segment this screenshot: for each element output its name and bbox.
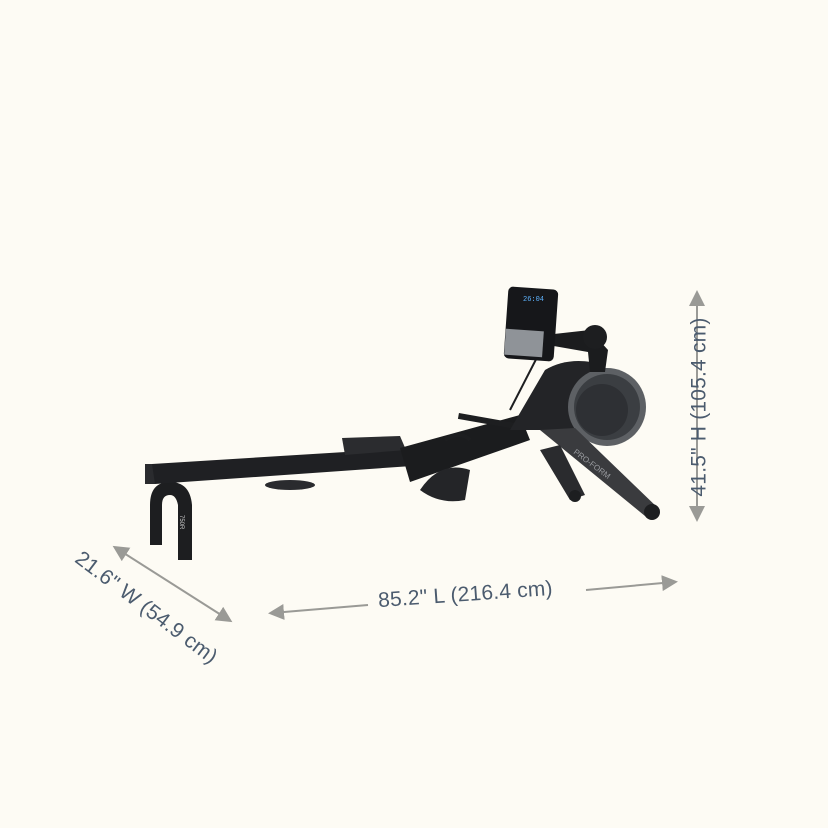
- length-arrow-left: [268, 604, 369, 620]
- seat: [342, 436, 406, 455]
- model-logo: 750R: [178, 515, 184, 530]
- width-arrow: [112, 545, 233, 623]
- height-dimension-label: 41.5" H (105.4 cm): [687, 317, 711, 497]
- rail: [152, 448, 412, 484]
- console-display-text: 26:04: [523, 296, 544, 304]
- rower: [145, 286, 660, 560]
- length-arrow-right: [585, 575, 678, 592]
- front-foot: [150, 482, 192, 560]
